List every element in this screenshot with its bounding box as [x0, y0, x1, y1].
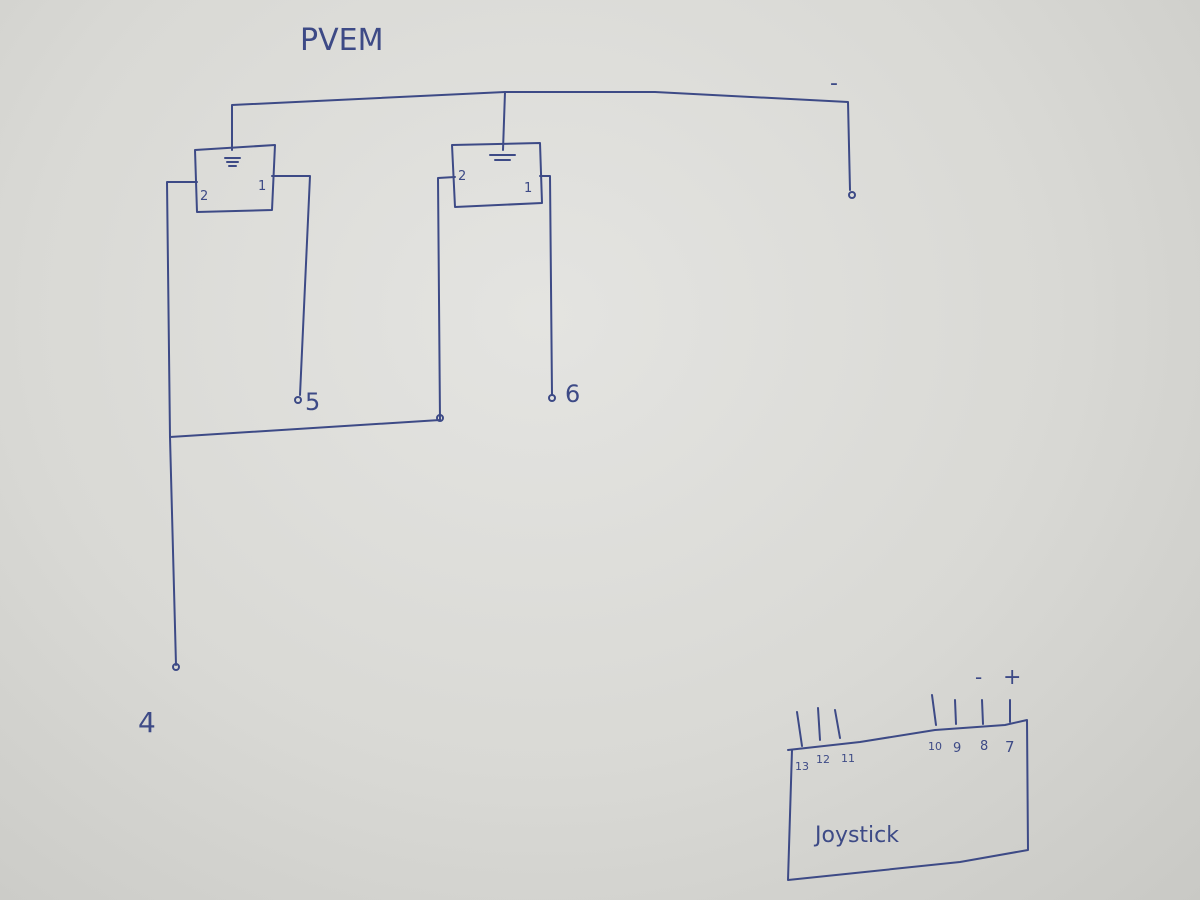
terminal-4-node	[172, 663, 180, 671]
relay-2: 2 1	[451, 142, 543, 208]
minus-terminal	[848, 191, 856, 199]
joystick-pin-9: 9	[953, 741, 961, 756]
joystick-pin-11: 11	[841, 752, 855, 765]
joystick-pin-13: 13	[795, 760, 809, 773]
wire-relay1-to-5	[271, 175, 311, 396]
relay-1-pin-1: 1	[258, 179, 266, 194]
joystick-pin-8: 8	[980, 739, 988, 754]
terminal-4-label: 4	[138, 706, 156, 739]
relay-2-pin-1: 1	[524, 181, 532, 196]
wire-to-4	[169, 436, 177, 666]
joystick-pin-10: 10	[928, 740, 942, 753]
wire-relay2-to-6	[539, 175, 553, 396]
wire-pin2-common	[166, 176, 456, 438]
ground-rail	[231, 91, 851, 191]
relay-2-pin-2: 2	[458, 169, 466, 184]
minus-label: -	[830, 71, 838, 96]
joystick-label: Joystick	[813, 823, 899, 848]
terminal-5-label: 5	[305, 388, 320, 416]
terminal-6-label: 6	[565, 380, 580, 408]
terminal-5-node	[294, 396, 302, 404]
relay-1-pin-2: 2	[200, 189, 208, 204]
joystick-minus-label: -	[975, 665, 982, 689]
joystick-plus-label: +	[1003, 665, 1021, 690]
joystick-block: 13 12 11 10 9 8 7 - + Joystick	[787, 665, 1029, 881]
terminal-6-node	[548, 394, 556, 402]
joystick-pin-12: 12	[816, 753, 830, 766]
diagram-title: PVEM	[300, 23, 383, 58]
relay-1: 2 1	[194, 144, 276, 213]
ground-drop-2	[502, 91, 506, 151]
joystick-pin-7: 7	[1005, 738, 1015, 756]
junction-node	[436, 414, 444, 422]
